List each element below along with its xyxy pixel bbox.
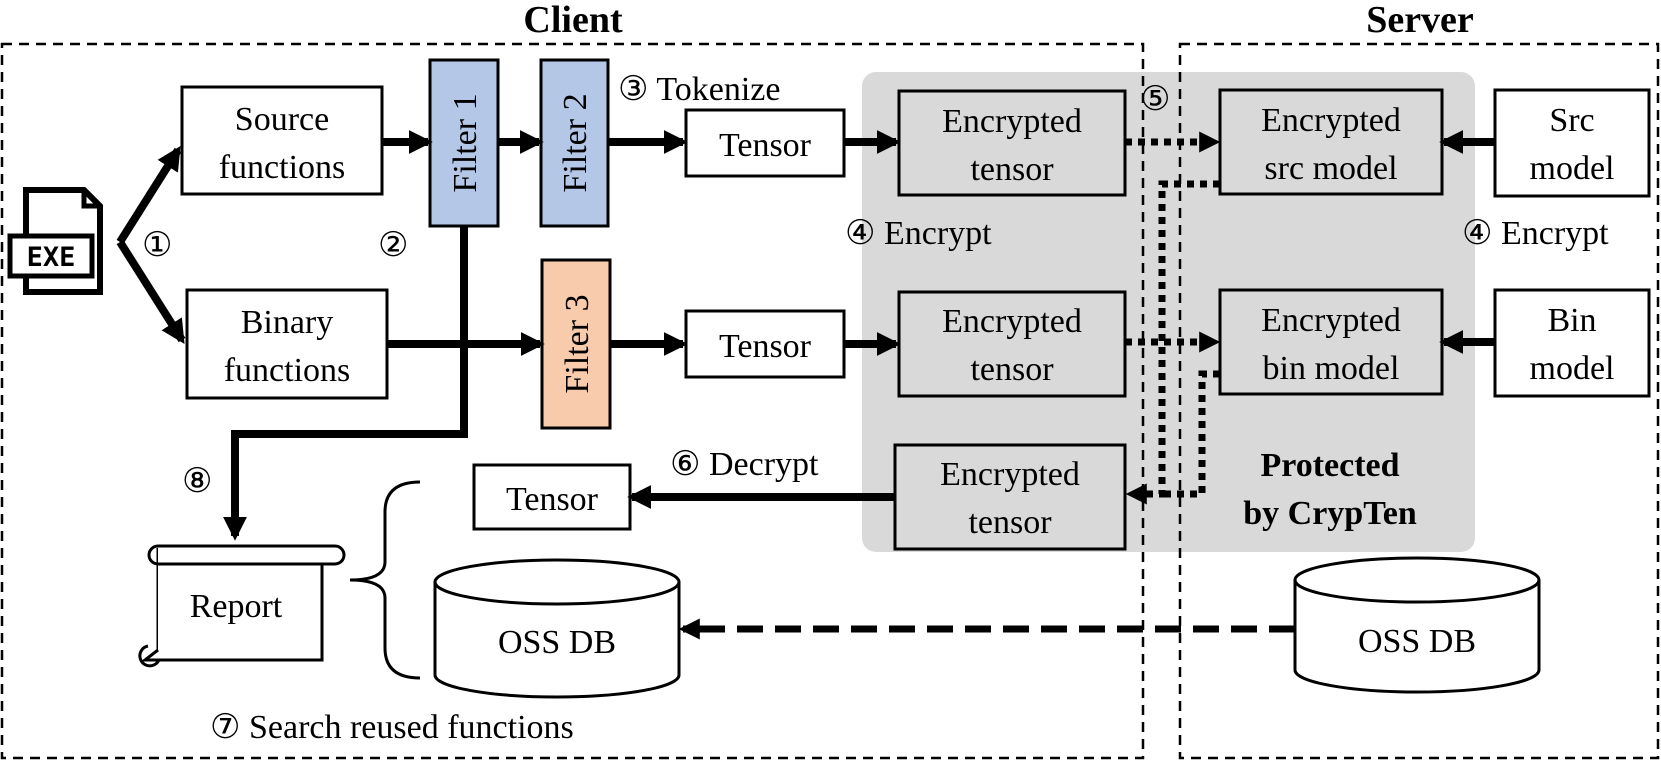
search-group-brace: [349, 480, 421, 680]
encrypted-bin-model-box: [1218, 288, 1444, 396]
report-label: Report: [190, 588, 283, 625]
encrypted-src-model-line2: src model: [1264, 150, 1397, 187]
filter-3-box: [540, 258, 612, 430]
encrypted-tensor-mid-line2: tensor: [970, 351, 1054, 388]
bin-model-box: [1493, 288, 1651, 398]
step-3-label: ③ Tokenize: [618, 71, 780, 108]
arrow-exe-to-binary: [116, 239, 186, 345]
step-8-label: ⑧: [182, 463, 212, 500]
bin-model-line1: Bin: [1547, 302, 1596, 339]
encrypted-tensor-bottom-line2: tensor: [968, 504, 1052, 541]
step-5-label: ⑤: [1140, 81, 1170, 118]
tensor-mid-label: Tensor: [719, 328, 812, 365]
exe-file-icon: EXE: [7, 187, 103, 295]
filter-1-box: [428, 58, 500, 228]
source-functions-box: [180, 85, 384, 196]
encrypted-tensor-bottom-box: [893, 443, 1127, 551]
encrypted-bin-model-line2: bin model: [1263, 350, 1400, 387]
encrypted-tensor-top-line2: tensor: [970, 151, 1054, 188]
src-model-line1: Src: [1549, 102, 1594, 139]
arrow-exe-to-source: [116, 145, 182, 245]
filter-1-label: Filter 1: [447, 93, 484, 192]
bin-model-line2: model: [1530, 350, 1615, 387]
step-2-label: ②: [378, 227, 408, 264]
encrypted-tensor-mid-line1: Encrypted: [942, 303, 1082, 340]
filter-3-label: Filter 3: [559, 294, 596, 393]
step-4-server-label: ④ Encrypt: [1462, 215, 1609, 252]
step-7-label: ⑦ Search reused functions: [210, 709, 574, 746]
client-title: Client: [523, 0, 623, 41]
oss-db-client-cylinder: [433, 558, 681, 699]
filter-2-box: [539, 58, 610, 228]
tensor-bottom-label: Tensor: [506, 481, 599, 518]
step-1-label: ①: [142, 227, 172, 264]
binary-functions-box: [185, 288, 389, 400]
src-model-box: [1493, 88, 1651, 198]
arrow-filter1-to-report: [223, 226, 468, 541]
encrypted-src-model-box: [1218, 88, 1444, 196]
oss-db-server-label: OSS DB: [1358, 623, 1476, 660]
source-functions-line2: functions: [219, 149, 346, 186]
server-region: [1178, 42, 1660, 760]
oss-db-client-label: OSS DB: [498, 624, 616, 661]
protected-label-line1: Protected: [1260, 447, 1399, 484]
encrypted-tensor-top-box: [897, 89, 1127, 197]
dotted-src-model-result: [1125, 180, 1220, 505]
oss-db-server-cylinder: [1293, 556, 1541, 694]
report-scroll: [138, 544, 346, 668]
server-title: Server: [1366, 0, 1474, 41]
step-4-client-label: ④ Encrypt: [845, 215, 992, 252]
filter-2-label: Filter 2: [557, 93, 594, 192]
client-region: [0, 42, 1145, 760]
encrypted-tensor-bottom-line1: Encrypted: [940, 456, 1080, 493]
tensor-top-label: Tensor: [719, 127, 812, 164]
encrypted-src-model-line1: Encrypted: [1261, 102, 1401, 139]
source-functions-line1: Source: [235, 101, 329, 138]
encrypted-tensor-top-line1: Encrypted: [942, 103, 1082, 140]
tensor-mid-box: [684, 309, 846, 379]
src-model-line2: model: [1530, 150, 1615, 187]
encrypted-bin-model-line1: Encrypted: [1261, 302, 1401, 339]
protected-label-line2: by CrypTen: [1243, 495, 1417, 532]
dotted-bin-model-result: [1162, 370, 1220, 498]
exe-label: EXE: [27, 242, 76, 273]
binary-functions-line2: functions: [224, 352, 351, 389]
encrypted-tensor-mid-box: [897, 290, 1127, 398]
step-6-label: ⑥ Decrypt: [670, 446, 819, 483]
binary-functions-line1: Binary: [241, 304, 334, 341]
